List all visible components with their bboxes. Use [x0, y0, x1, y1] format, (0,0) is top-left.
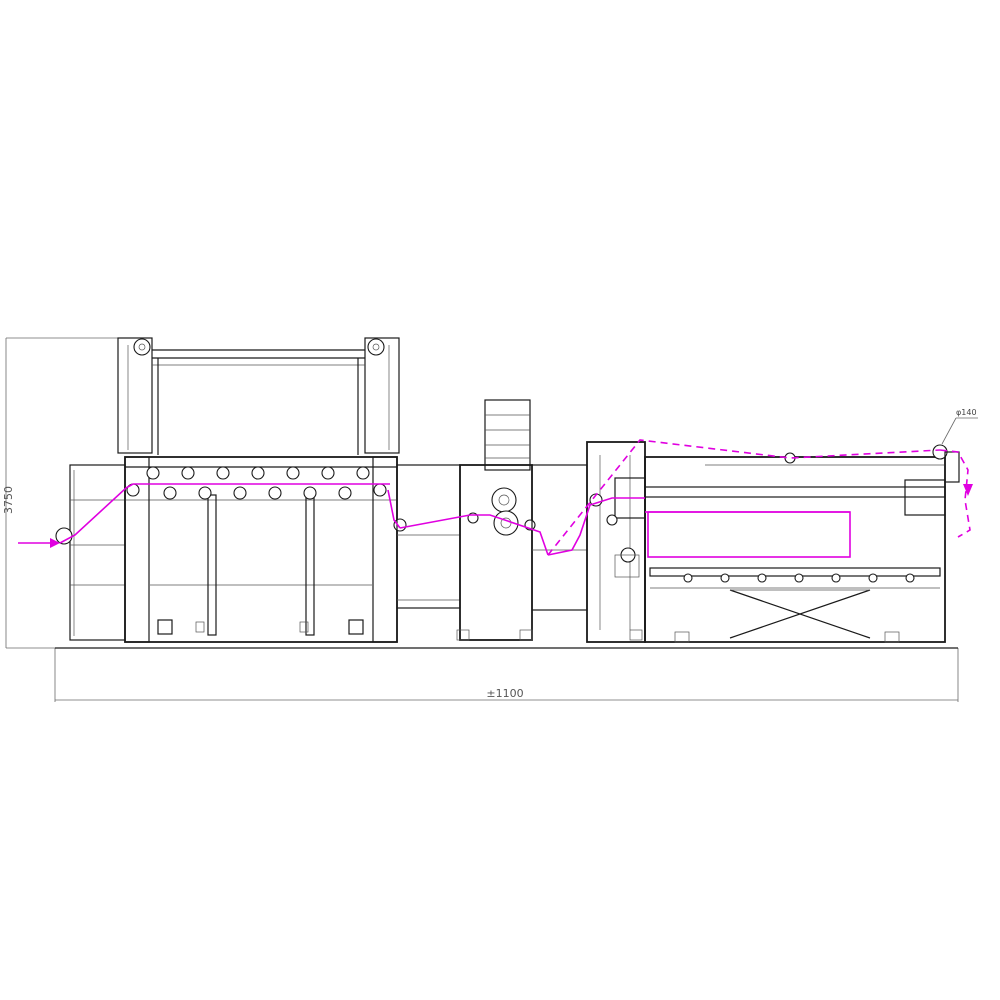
web-stack-outline: [647, 511, 851, 558]
web-to-accumulator: [59, 483, 134, 544]
height-dimension-label: 3750: [2, 486, 15, 514]
accumulator-tower: [117, 337, 400, 643]
web-accumulator-exit: [387, 489, 401, 529]
web-to-tension: [547, 497, 645, 556]
infeed-guard: [55, 464, 126, 641]
roller-callout-label: φ140: [956, 408, 977, 417]
web-infeed-arrowhead: [50, 538, 60, 548]
web-return-dashed: [547, 439, 941, 556]
roller-callout: [941, 417, 978, 445]
length-dimension-label: ±1100: [486, 687, 523, 700]
coating-station: [396, 399, 588, 641]
web-to-coater: [399, 514, 549, 556]
stacking-table: [644, 444, 960, 643]
tension-section: [586, 441, 646, 643]
overall-height-dimension: [5, 337, 125, 649]
overall-length-dimension: [54, 648, 959, 702]
accumulator-rollers: [126, 466, 407, 532]
web-exit-arrowhead: [963, 484, 973, 496]
web-path: [18, 439, 973, 558]
